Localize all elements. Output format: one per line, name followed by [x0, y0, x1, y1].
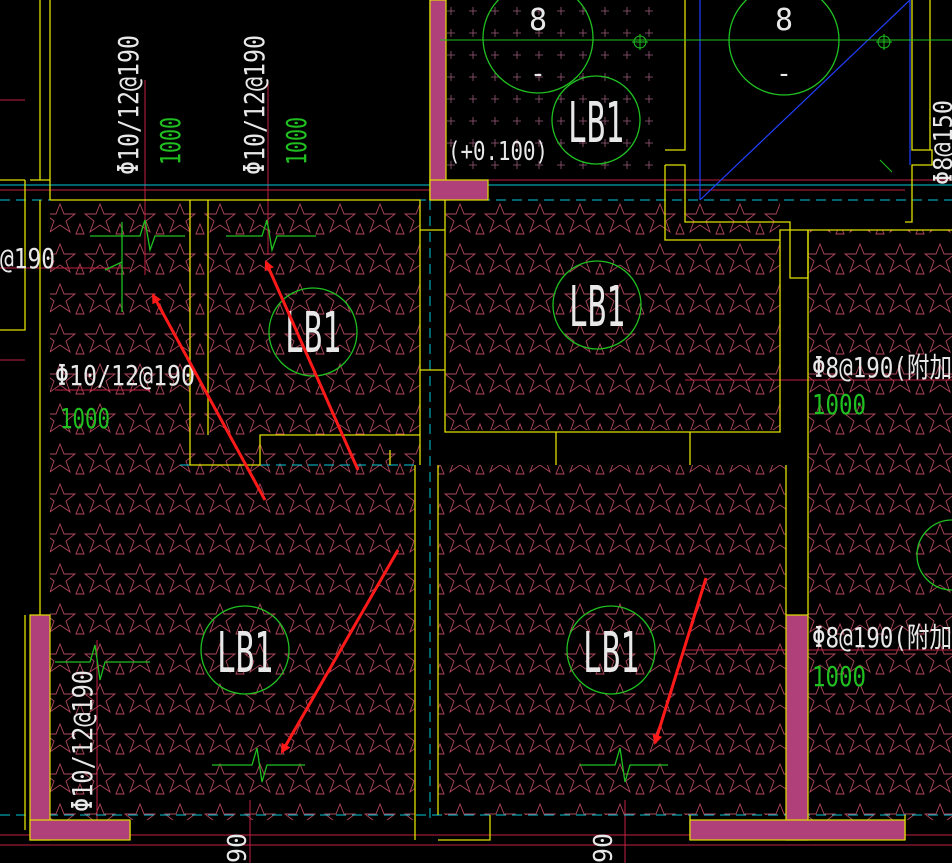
rebar-spec-top-a: Φ10/12@190	[112, 35, 145, 175]
grid-bubble-label-b: 8	[775, 3, 793, 38]
rebar-len-right-a: 1000	[812, 388, 866, 421]
rebar-spec-bottom-left: Φ10/12@190	[66, 670, 99, 812]
slab-label-bottomleft: LB1	[217, 621, 273, 686]
slab-circle	[566, 605, 656, 695]
rebar-symbols	[55, 219, 668, 783]
rebar-spec-top-b: Φ10/12@190	[238, 35, 271, 175]
slab-circle	[551, 75, 641, 165]
red-arrow-icon	[652, 577, 708, 745]
slab-labels: LB1 LB1 LB1 LB1 LB1	[200, 75, 656, 695]
dim-bottom-a: 90	[223, 833, 253, 863]
rebar-len-top-a: 1000	[154, 117, 187, 165]
slab-label-bottomright: LB1	[583, 621, 639, 686]
rebar-spec-right-a: Φ8@190(附加	[812, 351, 952, 384]
slab-label-topleft: LB1	[285, 301, 341, 366]
red-reference-lines	[0, 80, 952, 863]
rebar-spec-mid-left: Φ10/12@190	[55, 359, 195, 392]
rebar-len-mid-left: 1000	[60, 402, 110, 435]
rebar-spec-left-cut: @190	[0, 242, 55, 275]
slab-circle	[200, 605, 290, 695]
red-arrow-icon	[264, 260, 360, 471]
red-arrow-icon	[151, 293, 267, 501]
grid-bubble-label-a: 8	[529, 3, 547, 38]
grid-bubble-minus-a: -	[530, 59, 546, 89]
grid-bubble-minus-b: -	[776, 59, 792, 89]
grid-bubbles: 8 - 8 -	[440, 0, 892, 96]
elevation-label: (+0.100)	[448, 137, 548, 167]
rebar-len-top-b: 1000	[280, 117, 313, 165]
stair-region	[640, 0, 952, 201]
slab-label-stair: LB1	[568, 91, 624, 156]
slab-circle	[268, 287, 358, 377]
partial-grid-circle	[916, 519, 952, 591]
rebar-len-right-b: 1000	[812, 660, 866, 693]
wall-outlines	[0, 0, 952, 841]
slab-circle	[552, 260, 642, 350]
red-arrows	[151, 260, 708, 754]
rebar-spec-edge: Φ8@150	[929, 100, 952, 185]
dim-bottom-b: 90	[589, 833, 619, 863]
column-fills	[29, 0, 906, 841]
rebar-spec-right-b: Φ8@190(附加	[812, 621, 952, 654]
annotation-texts: Φ10/12@190 1000 Φ10/12@190 1000 @190 Φ10…	[0, 35, 952, 863]
red-arrow-icon	[280, 549, 400, 754]
slab-label-topmiddle: LB1	[569, 275, 625, 340]
